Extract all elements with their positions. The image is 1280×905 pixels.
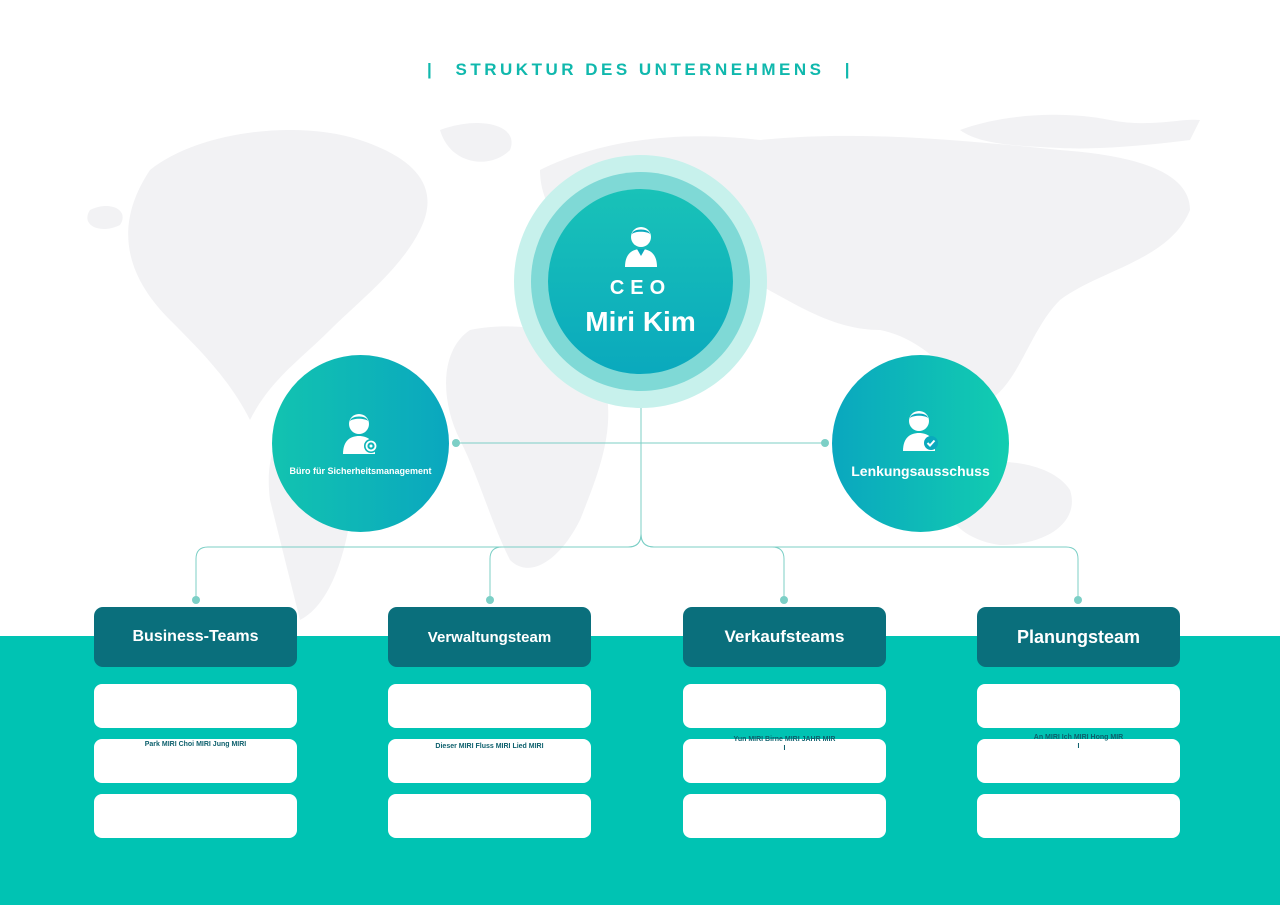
team-slot — [94, 794, 297, 838]
team-slot — [683, 794, 886, 838]
member-line: Dieser MIRI Fluss MIRI Lied MIRI — [435, 743, 544, 750]
team-members-sales: Yun MIRI Birne MIRI JAHR MIR I — [683, 735, 886, 753]
connector-dot-team-1 — [192, 596, 200, 604]
title-divider-left: | — [427, 60, 436, 79]
member-line: An MIRI Ich MIRI Hong MIR — [1033, 734, 1124, 741]
person-icon — [624, 227, 657, 267]
team-members-administration: Dieser MIRI Fluss MIRI Lied MIRI — [388, 742, 591, 751]
team-slot — [683, 684, 886, 728]
team-name: Verwaltungsteam — [427, 628, 552, 646]
team-slot — [388, 794, 591, 838]
member-line: I — [783, 745, 786, 752]
member-line: Park MIRI Choi MIRI Jung MIRI — [144, 741, 247, 748]
team-members-business: Park MIRI Choi MIRI Jung MIRI — [94, 740, 297, 749]
ceo-node: CEO Miri Kim — [548, 189, 733, 374]
team-slot — [388, 739, 591, 783]
team-header-planning: Planungsteam — [977, 607, 1180, 667]
team-members-planning: An MIRI Ich MIRI Hong MIR I — [977, 733, 1180, 751]
ceo-role: CEO — [609, 277, 672, 299]
person-check-icon — [902, 410, 938, 451]
team-slot — [977, 794, 1180, 838]
team-header-sales: Verkaufsteams — [683, 607, 886, 667]
team-name: Business-Teams — [132, 628, 259, 645]
team-slot — [388, 684, 591, 728]
security-office-label: Büro für Sicherheitsmanagement — [289, 465, 432, 476]
team-slot — [977, 684, 1180, 728]
connector-dot-left — [452, 439, 460, 447]
connector-dot-team-2 — [486, 596, 494, 604]
member-line: I — [1077, 743, 1080, 750]
team-name: Verkaufsteams — [724, 627, 845, 646]
page-title: | STRUKTUR DES UNTERNEHMENS | — [0, 60, 1280, 80]
connector-dot-right — [821, 439, 829, 447]
security-office-node: Büro für Sicherheitsmanagement — [272, 355, 449, 532]
team-slot — [94, 684, 297, 728]
connector-dot-team-3 — [780, 596, 788, 604]
steering-committee-label: Lenkungsausschuss — [851, 462, 990, 479]
ceo-name: Miri Kim — [585, 306, 696, 337]
title-divider-right: | — [844, 60, 853, 79]
team-header-administration: Verwaltungsteam — [388, 607, 591, 667]
team-header-business: Business-Teams — [94, 607, 297, 667]
connector-dot-team-4 — [1074, 596, 1082, 604]
team-slot — [94, 739, 297, 783]
team-slot — [683, 739, 886, 783]
member-line: Yun MIRI Birne MIRI JAHR MIR — [733, 736, 836, 743]
title-text: STRUKTUR DES UNTERNEHMENS — [455, 60, 825, 79]
team-slot — [977, 739, 1180, 783]
team-name: Planungsteam — [1016, 626, 1141, 647]
steering-committee-node: Lenkungsausschuss — [832, 355, 1009, 532]
person-gear-icon — [342, 413, 378, 454]
